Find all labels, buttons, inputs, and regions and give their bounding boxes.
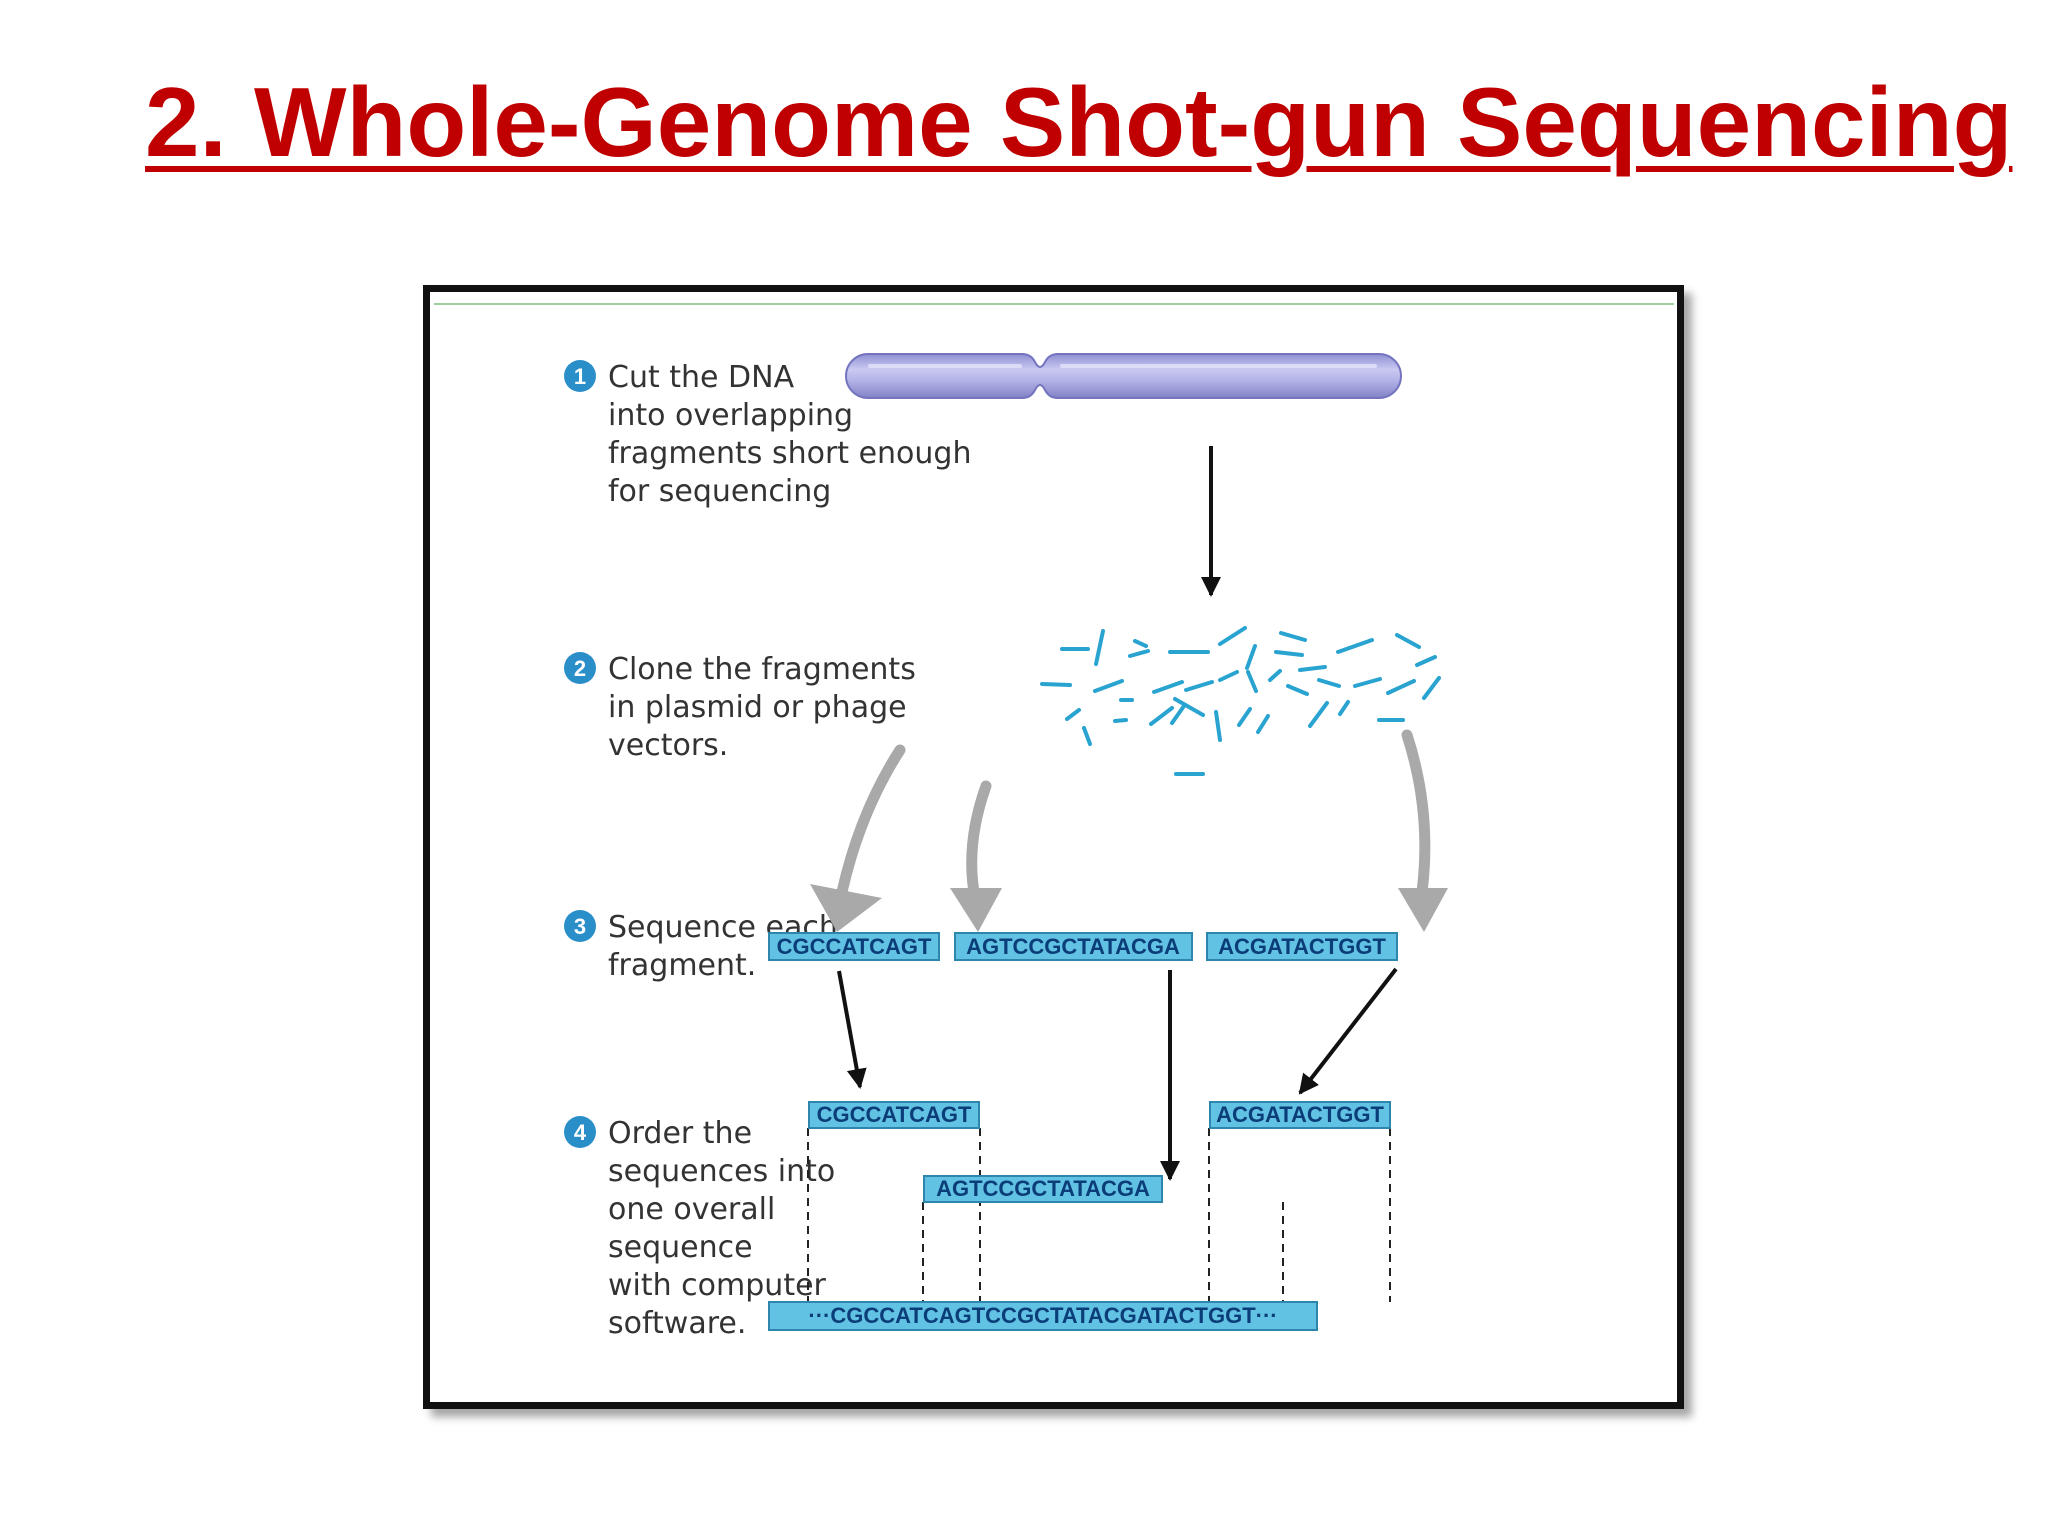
step-2-badge	[564, 652, 596, 684]
sequence-box-3: ACGATACTGGT	[1206, 932, 1398, 961]
step-2: 2 Clone the fragments in plasmid or phag…	[564, 652, 925, 763]
slide-title: 2. Whole-Genome Shot-gun Sequencing	[145, 67, 2013, 177]
sequence-text: AGTCCGCTATACGA	[966, 934, 1180, 959]
sequence-fragments: CGCCATCAGT AGTCCGCTATACGA ACGATACTGGT	[768, 932, 1398, 961]
sequence-text: AGTCCGCTATACGA	[936, 1176, 1150, 1201]
gray-arrow-middle	[950, 780, 1002, 932]
step-4-number: 4	[574, 1120, 587, 1145]
step-4-text: Order the sequences into one overall seq…	[608, 1116, 845, 1341]
step-4-line: with computer	[608, 1268, 827, 1303]
step-2-line: in plasmid or phage	[608, 690, 907, 725]
step-4: 4 Order the sequences into one overall s…	[564, 1116, 845, 1341]
step-4-line: sequence	[608, 1230, 753, 1265]
step-4-line: software.	[608, 1306, 746, 1341]
step-1-number: 1	[574, 364, 586, 389]
chromosome-graphic	[845, 353, 1402, 399]
ordered-fragments: CGCCATCAGT AGTCCGCTATACGA ACGATACTGGT	[808, 1101, 1391, 1203]
clone-arrows	[810, 729, 1448, 932]
sequence-box-2: AGTCCGCTATACGA	[954, 932, 1193, 961]
step-4-line: sequences into	[608, 1154, 835, 1189]
ordered-box-2: AGTCCGCTATACGA	[923, 1175, 1163, 1203]
figure-frame: 1 Cut the DNA into overlapping fragments…	[423, 285, 1684, 1409]
step-2-line: Clone the fragments	[608, 652, 916, 687]
sequence-text: CGCCATCAGT	[777, 934, 932, 959]
ordered-box-3: ACGATACTGGT	[1209, 1101, 1391, 1129]
ordered-box-1: CGCCATCAGT	[808, 1101, 980, 1129]
step-1-line: into overlapping	[608, 398, 853, 433]
step-1-badge	[564, 360, 596, 392]
step-3-line: fragment.	[608, 948, 756, 983]
dna-fragments	[1040, 626, 1441, 776]
step-1-line: Cut the DNA	[608, 360, 795, 395]
order-arrows	[837, 967, 1398, 1181]
sequence-text: ACGATACTGGT	[1218, 934, 1386, 959]
step-4-badge	[564, 1116, 596, 1148]
step-4-line: one overall	[608, 1192, 775, 1227]
step-2-line: vectors.	[608, 728, 728, 763]
order-arrow-right	[1298, 967, 1398, 1095]
gray-arrow-right	[1398, 729, 1448, 932]
gray-arrow-left	[810, 744, 906, 932]
step-1-line: for sequencing	[608, 474, 831, 509]
step-3-badge	[564, 910, 596, 942]
step-2-number: 2	[574, 656, 586, 681]
sequence-box-1: CGCCATCAGT	[768, 932, 940, 961]
shotgun-diagram: 1 Cut the DNA into overlapping fragments…	[434, 303, 1674, 1341]
step-1: 1 Cut the DNA into overlapping fragments…	[564, 360, 981, 509]
step-3-number: 3	[574, 914, 586, 939]
step-4-line: Order the	[608, 1116, 752, 1151]
sequence-text: ACGATACTGGT	[1216, 1102, 1384, 1127]
consensus-sequence: ···CGCCATCAGTCCGCTATACGATACTGGT···	[768, 1301, 1318, 1331]
order-arrow-left	[837, 970, 867, 1089]
consensus-text: ···CGCCATCAGTCCGCTATACGATACTGGT···	[808, 1303, 1277, 1328]
step-2-text: Clone the fragments in plasmid or phage …	[608, 652, 925, 763]
alignment-guides	[807, 1128, 1391, 1302]
sequence-text: CGCCATCAGT	[817, 1102, 972, 1127]
step-1-line: fragments short enough	[608, 436, 971, 471]
step-1-text: Cut the DNA into overlapping fragments s…	[608, 360, 981, 509]
